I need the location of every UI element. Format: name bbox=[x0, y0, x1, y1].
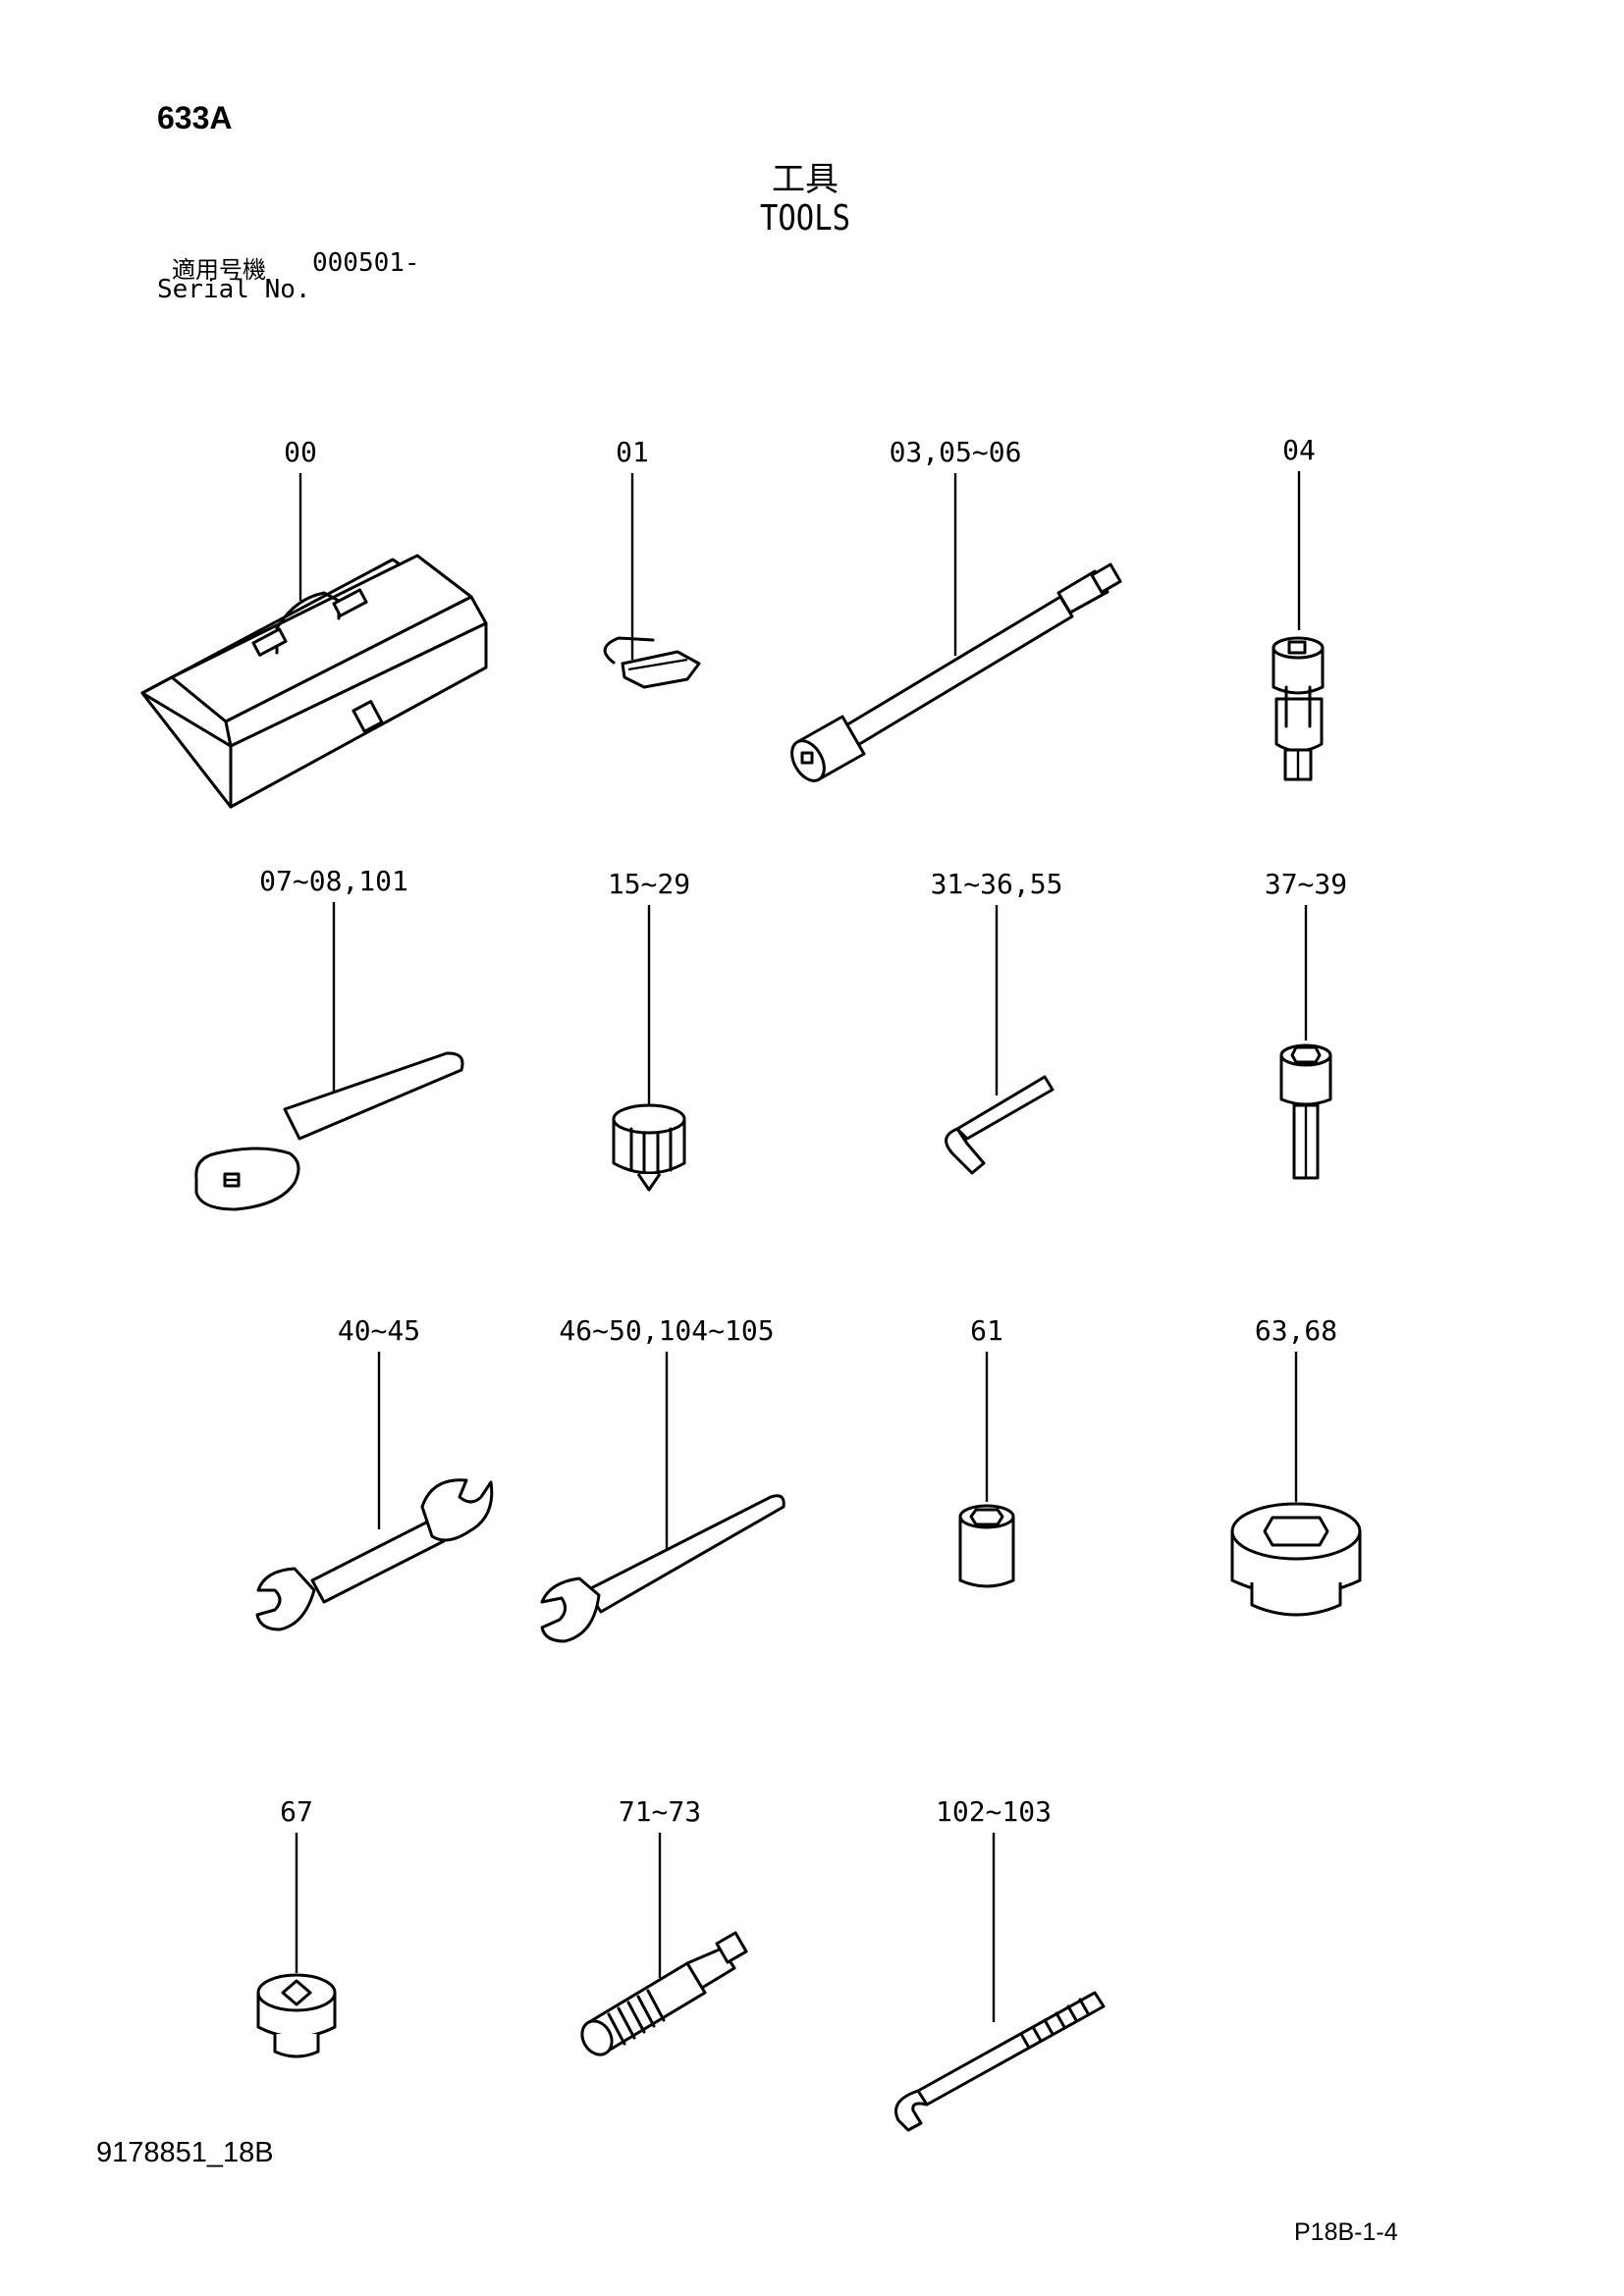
double-open-wrench-icon bbox=[255, 1478, 494, 1631]
part-label-40: 40~45 bbox=[338, 1314, 420, 1347]
document-number: 9178851_18B bbox=[96, 2137, 274, 2168]
extension-bar-icon bbox=[790, 562, 1122, 782]
page-number: P18B-1-4 bbox=[1294, 2218, 1398, 2246]
part-label-01: 01 bbox=[616, 436, 649, 468]
model-code: 633A bbox=[157, 100, 233, 135]
page-title-en: TOOLS bbox=[759, 198, 851, 239]
hex-bit-socket-icon bbox=[1279, 1043, 1332, 1180]
threaded-adapter-icon bbox=[580, 1931, 748, 2056]
part-07-08-101[interactable]: 07~08,101 bbox=[194, 865, 464, 1211]
square-drive-socket-icon bbox=[256, 1973, 337, 2058]
part-71-73[interactable]: 71~73 bbox=[576, 1795, 748, 2060]
key-icon bbox=[603, 636, 701, 689]
serial-value: 000501- bbox=[312, 248, 420, 278]
part-label-46: 46~50,104~105 bbox=[559, 1314, 774, 1347]
part-label-03: 03,05~06 bbox=[890, 436, 1022, 468]
part-04[interactable]: 04 bbox=[1272, 434, 1325, 781]
part-label-71: 71~73 bbox=[619, 1795, 701, 1828]
part-15-29[interactable]: 15~29 bbox=[608, 868, 690, 1192]
page-title-jp: 工具 bbox=[772, 160, 839, 199]
universal-joint-icon bbox=[1272, 636, 1325, 781]
part-label-15: 15~29 bbox=[608, 868, 690, 900]
part-label-04: 04 bbox=[1282, 434, 1316, 466]
part-31-36-55[interactable]: 31~36,55 bbox=[931, 868, 1063, 1175]
part-label-00: 00 bbox=[284, 436, 317, 468]
part-label-37: 37~39 bbox=[1265, 868, 1347, 900]
part-102-103[interactable]: 102~103 bbox=[894, 1795, 1106, 2132]
single-open-wrench-icon bbox=[540, 1494, 785, 1643]
part-37-39[interactable]: 37~39 bbox=[1265, 868, 1347, 1180]
part-label-67: 67 bbox=[280, 1795, 313, 1828]
part-label-63: 63,68 bbox=[1255, 1314, 1337, 1347]
serial-label-en: Serial No. bbox=[157, 275, 311, 304]
small-socket-icon bbox=[958, 1504, 1015, 1588]
part-40-45[interactable]: 40~45 bbox=[255, 1314, 494, 1631]
part-00[interactable]: 00 bbox=[140, 436, 488, 809]
part-label-102: 102~103 bbox=[936, 1795, 1052, 1828]
socket-icon bbox=[612, 1103, 686, 1192]
part-03-05-06[interactable]: 03,05~06 bbox=[785, 436, 1122, 786]
part-63-68[interactable]: 63,68 bbox=[1230, 1314, 1362, 1617]
large-socket-icon bbox=[1230, 1502, 1362, 1617]
part-67[interactable]: 67 bbox=[256, 1795, 337, 2058]
part-label-07: 07~08,101 bbox=[259, 865, 408, 897]
serial-label-jp: 適用号機 bbox=[172, 256, 266, 284]
toolbox-icon bbox=[140, 554, 488, 809]
ratchet-handle-icon bbox=[194, 1051, 464, 1211]
threaded-l-bolt-icon bbox=[894, 1991, 1106, 2132]
part-46-50-104-105[interactable]: 46~50,104~105 bbox=[540, 1314, 785, 1643]
hex-key-icon bbox=[945, 1075, 1055, 1175]
part-01[interactable]: 01 bbox=[603, 436, 701, 689]
part-61[interactable]: 61 bbox=[958, 1314, 1015, 1588]
part-label-61: 61 bbox=[970, 1314, 1003, 1347]
part-label-31: 31~36,55 bbox=[931, 868, 1063, 900]
